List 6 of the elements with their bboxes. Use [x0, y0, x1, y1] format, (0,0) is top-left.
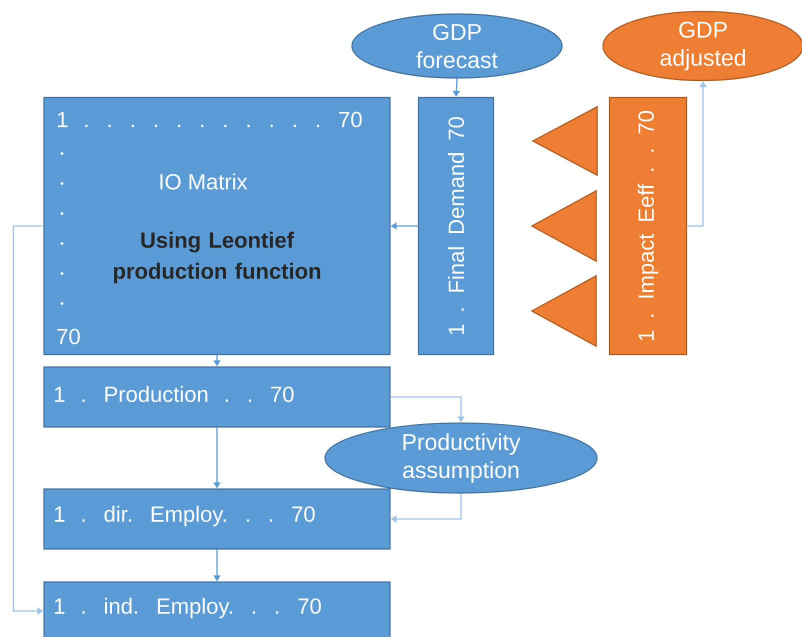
process-box: 1 . dir. Employ. . . 70 [43, 488, 391, 550]
matrix-box: 1 . . . . . . . . . . . 70 IO Matrix Using Leontief production function 70 [43, 96, 391, 356]
process-box: 1 . Production . . 70 [43, 366, 391, 428]
process-box: 1 . ind. Employ. . . 70 [43, 581, 391, 637]
vector-box: 1 . Impact Eeff . . 70 [608, 96, 688, 356]
vector-box: 1 . Final Demand 70 [418, 96, 494, 356]
